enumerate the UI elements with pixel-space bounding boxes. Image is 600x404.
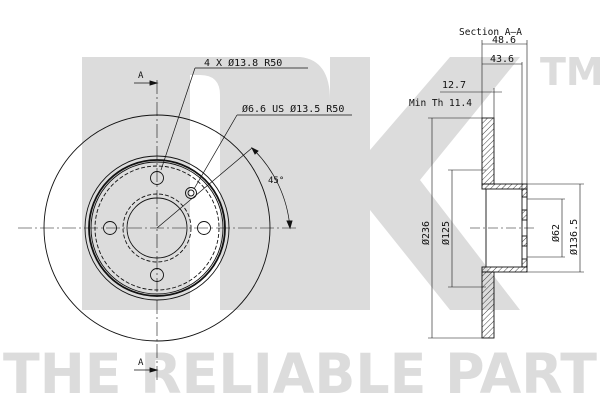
pin-hole-callout: Ø6.6 US Ø13.5 R50: [242, 103, 344, 115]
section-marker-top: A: [138, 71, 144, 81]
front-view-labels: A A 4 X Ø13.8 R50 Ø6.6 US Ø13.5 R50 45°: [138, 57, 344, 368]
angle-label: 45°: [268, 176, 284, 186]
dim-min-thickness: Min Th 11.4: [409, 98, 472, 109]
dim-disc-thickness: 12.7: [442, 80, 466, 91]
trademark-text: TM: [540, 50, 600, 94]
nk-watermark: TM THE RELIABLE PART: [3, 50, 600, 404]
section-view-labels: Section A–A 48.6 43.6 12.7 Min Th 11.4 Ø…: [409, 27, 580, 255]
front-view: [18, 67, 352, 380]
section-view: [428, 40, 584, 339]
section-title: Section A–A: [459, 27, 522, 38]
bolt-hole-callout: 4 X Ø13.8 R50: [204, 57, 282, 69]
dim-center-bore: Ø62: [550, 224, 562, 242]
tagline-text: THE RELIABLE PART: [3, 342, 597, 400]
dim-hub-diameter: Ø136.5: [568, 219, 580, 255]
disc-outer-edge: [43, 114, 271, 342]
bolt-hole: [197, 221, 211, 235]
bolt-hole: [103, 221, 117, 235]
bolt-hole: [150, 171, 164, 185]
bolt-hole: [150, 268, 164, 282]
dim-overall-height: 48.6: [492, 35, 516, 46]
dim-outer-diameter: Ø236: [420, 221, 432, 245]
section-marker-bottom: A: [138, 358, 144, 368]
dim-hub-height: 43.6: [490, 54, 514, 65]
pin-hole: [185, 187, 197, 199]
dim-inner-diameter: Ø125: [440, 221, 452, 245]
